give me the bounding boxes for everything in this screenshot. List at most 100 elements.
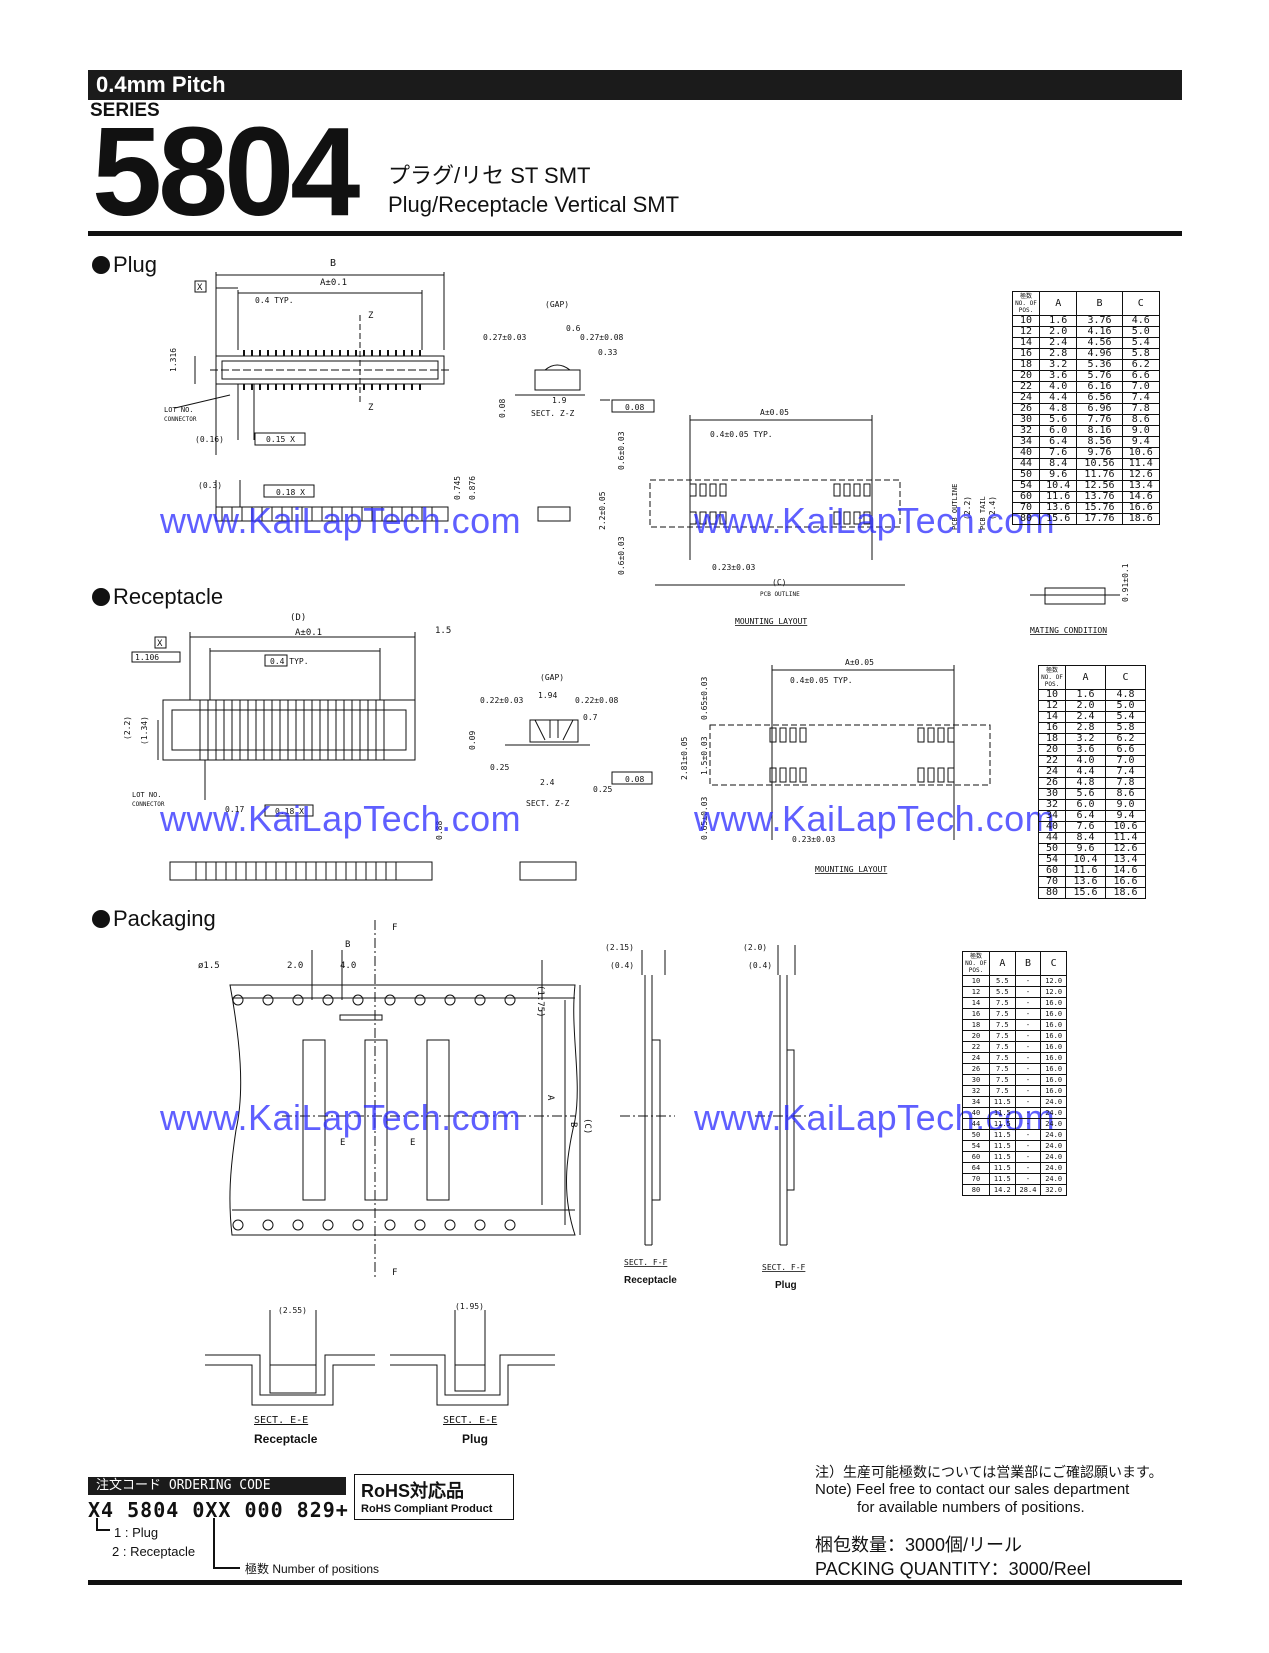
table-cell: 11.76 xyxy=(1076,469,1123,481)
table-cell: 10.56 xyxy=(1076,458,1123,470)
table-cell: 22 xyxy=(1012,381,1040,393)
table-cell: 10.6 xyxy=(1105,821,1146,833)
table-cell: 80 xyxy=(962,1184,990,1196)
dim-0745: 0.745 xyxy=(453,476,462,500)
table-cell: 10 xyxy=(962,975,990,987)
table-cell: 26 xyxy=(962,1063,990,1075)
bullet-icon xyxy=(92,910,110,928)
datum-x: X xyxy=(197,283,203,293)
table-cell: 7.5 xyxy=(989,1030,1016,1042)
dim-022a: 0.22±0.03 xyxy=(480,696,524,705)
option-receptacle: 2 : Receptacle xyxy=(112,1544,196,1559)
pkg-c: (C) xyxy=(582,1118,592,1134)
packaging-tape xyxy=(229,920,581,1280)
dim-07: 0.7 xyxy=(583,713,598,722)
pitch-banner: 0.4mm Pitch xyxy=(88,70,1182,100)
table-cell: - xyxy=(1014,1118,1042,1130)
table-cell: 16.0 xyxy=(1040,1041,1067,1053)
dim-023: 0.23±0.03 xyxy=(712,563,756,572)
dim-06b: 0.6±0.03 xyxy=(617,431,626,470)
sect-ff-plug xyxy=(755,945,810,1246)
table-cell: 54 xyxy=(962,1140,990,1152)
table-cell: 8.4 xyxy=(1065,832,1106,844)
table-header-cell: 極数 NO. OF POS. xyxy=(962,951,990,976)
dim-a: A±0.1 xyxy=(320,278,347,288)
packing-qty-jp: 梱包数量：3000個/リール xyxy=(815,1535,1023,1555)
table-cell: 26 xyxy=(1038,777,1066,789)
table-cell: 7.5 xyxy=(989,1063,1016,1075)
sect-ee-recep-name: Receptacle xyxy=(254,1432,318,1446)
table-cell: 11.5 xyxy=(989,1140,1016,1152)
sect-ee-receptacle xyxy=(205,1310,375,1406)
table-cell: 44 xyxy=(962,1118,990,1130)
dim-b: B xyxy=(330,258,336,269)
plug-side-view xyxy=(215,480,571,522)
table-cell: 7.5 xyxy=(989,1052,1016,1064)
table-cell: 6.6 xyxy=(1105,744,1146,756)
plug-sect-zz-label: SECT. Z-Z xyxy=(531,409,575,418)
dim-033: 0.33 xyxy=(598,348,617,357)
ordering-code-title: 注文コード ORDERING CODE xyxy=(88,1477,346,1495)
table-header-cell: A xyxy=(1038,291,1078,316)
table-cell: 6.16 xyxy=(1076,381,1123,393)
table-cell: 8.56 xyxy=(1076,436,1123,448)
table-cell: 60 xyxy=(1038,865,1066,877)
dim-1106: 1.106 xyxy=(135,653,159,662)
table-cell: 7.5 xyxy=(989,1085,1016,1097)
connector-label: CONNECTOR xyxy=(164,416,197,423)
table-cell: 44 xyxy=(1012,458,1040,470)
table-cell: 64 xyxy=(962,1162,990,1174)
table-header-cell: 極数 NO. OF POS. xyxy=(1012,291,1040,316)
table-cell: 24 xyxy=(1012,392,1040,404)
ordering-code: X4 5804 0XX 000 829+ xyxy=(88,1498,349,1522)
table-cell: 32 xyxy=(962,1085,990,1097)
table-header-cell: 極数 NO. OF POS. xyxy=(1038,665,1066,690)
table-cell: 7.5 xyxy=(989,1008,1016,1020)
table-cell: 6.2 xyxy=(1105,733,1146,745)
pkg-a: A xyxy=(545,1095,555,1101)
dim-a005-plug: A±0.05 xyxy=(760,408,789,417)
receptacle-top-view xyxy=(131,632,416,817)
table-cell: 28.4 xyxy=(1014,1184,1042,1196)
pkg-e2: E xyxy=(410,1138,415,1148)
receptacle-section-zz xyxy=(505,719,653,785)
note-jp: 注）生産可能極数については営業部にご確認願います。 xyxy=(815,1464,1163,1480)
table-cell: 6.56 xyxy=(1076,392,1123,404)
table-cell: 30 xyxy=(1038,788,1066,800)
table-cell: 50 xyxy=(1038,843,1066,855)
pkg-f-bottom: F xyxy=(392,1268,397,1278)
table-cell: 16 xyxy=(962,1008,990,1020)
table-cell: 4.6 xyxy=(1121,315,1161,327)
dim-a005-recep: A±0.05 xyxy=(845,658,874,667)
dim-022b: 0.22±0.08 xyxy=(575,696,619,705)
lot-no: LOT NO. xyxy=(164,406,194,414)
pkg-bb: B xyxy=(568,1122,578,1127)
table-cell: 16.6 xyxy=(1105,876,1146,888)
table-cell: - xyxy=(1014,986,1042,998)
note-en-1: Note) Feel free to contact our sales dep… xyxy=(815,1481,1130,1498)
table-cell: 13.6 xyxy=(1038,502,1078,514)
table-header-cell: C xyxy=(1105,665,1146,690)
table-cell: 14 xyxy=(962,997,990,1009)
dim-281: 2.81±0.05 xyxy=(680,736,689,780)
pkg-20: 2.0 xyxy=(287,961,303,971)
table-cell: 5.0 xyxy=(1121,326,1161,338)
dim-c: (C) xyxy=(772,578,786,587)
sect-ee-plug-label: SECT. E-E xyxy=(443,1415,497,1426)
table-cell: 2.8 xyxy=(1038,348,1078,360)
mating-label: MATING CONDITION xyxy=(1030,626,1107,635)
table-header-cell: B xyxy=(1076,291,1123,316)
